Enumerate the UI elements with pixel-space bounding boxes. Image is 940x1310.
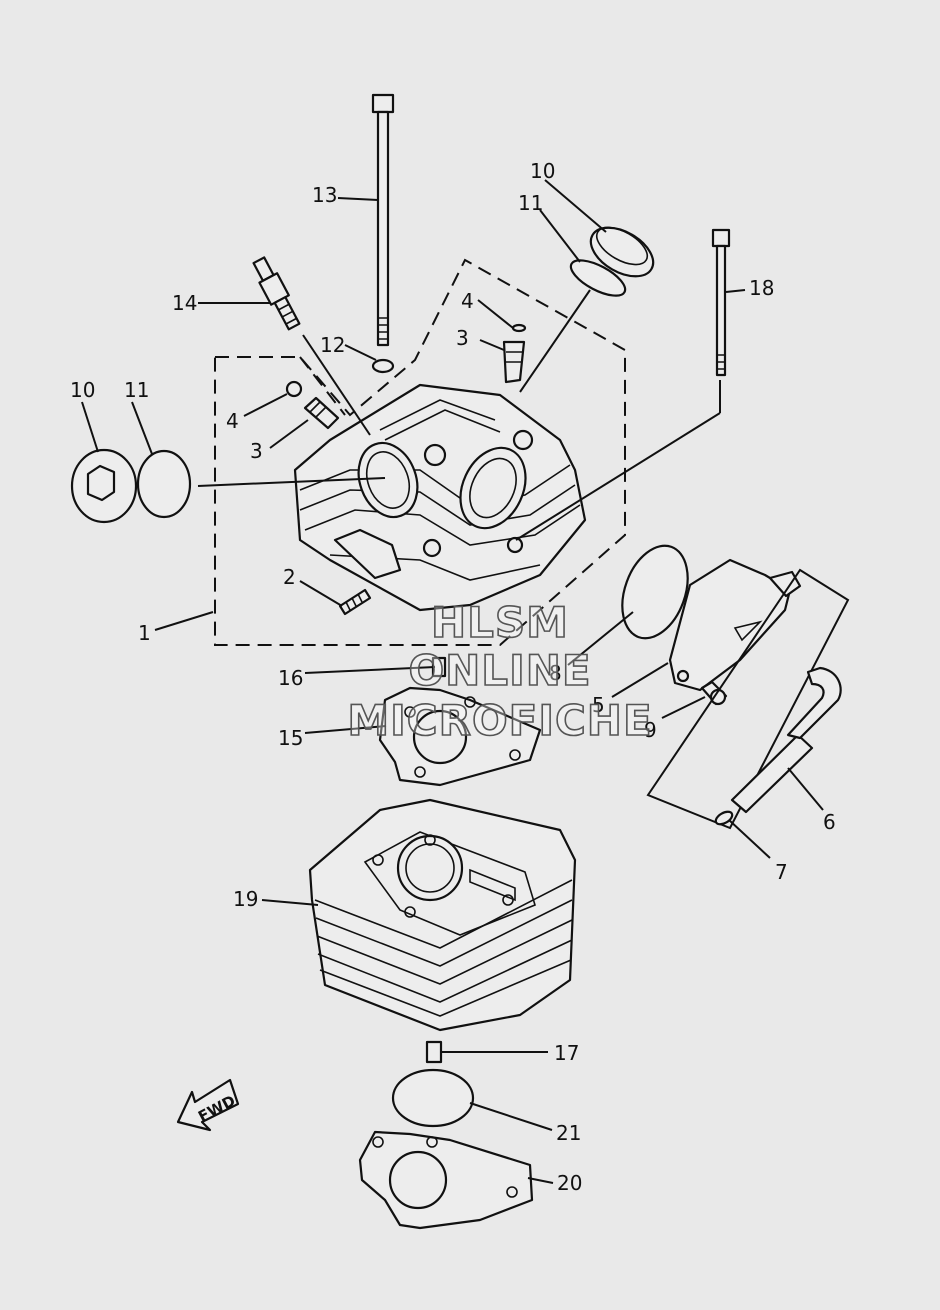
breather-hose [730,666,842,814]
valve-group-bracket [299,356,346,416]
long-head-bolt [371,93,395,347]
callout-11-left: 11 [124,378,149,402]
forward-direction-arrow: FWD [176,1078,240,1132]
tappet-cover-right [589,226,655,278]
watermark-line-1: HLSM [430,598,569,647]
callout-19: 19 [233,887,258,911]
breather-gasket [621,544,689,640]
callout-9: 9 [644,718,657,742]
callout-8: 8 [549,661,562,685]
callout-21: 21 [556,1121,581,1145]
o-ring-left [136,449,192,519]
callout-17: 17 [554,1041,579,1065]
callout-4-right: 4 [461,289,474,313]
callout-15: 15 [278,726,303,750]
callout-13: 13 [312,183,337,207]
dowel-pin-upper [431,656,447,678]
callout-3-left: 3 [250,439,263,463]
cylinder-o-ring [391,1068,475,1128]
callout-1: 1 [138,621,151,645]
valve-stem-seal-right [502,340,526,384]
cylinder-block [308,798,577,1032]
spark-plug [252,256,301,331]
callout-20: 20 [557,1171,582,1195]
cylinder-head [293,383,587,612]
callout-labels: 1 2 3 3 4 4 5 6 7 8 9 10 10 11 11 12 13 … [70,159,836,1195]
leader-lines [81,179,824,1184]
callout-3-right: 3 [456,326,469,350]
stud-bolt [338,588,372,616]
cylinder-head-gasket [378,686,542,787]
cover-bolt [700,680,728,706]
clip-right [511,323,527,333]
washer [371,358,395,374]
o-ring-right [569,259,627,297]
clip-left [285,380,303,398]
callout-6: 6 [823,810,836,834]
callout-4-left: 4 [226,409,239,433]
breather-hose-bracket [646,568,850,830]
tappet-cover-left [70,448,138,524]
callout-11-right: 11 [518,191,543,215]
cylinder-head-assembly-box [214,258,626,646]
side-bolt [711,228,731,377]
valve-stem-seal-left [303,396,340,430]
callout-16: 16 [278,666,303,690]
callout-12: 12 [320,333,345,357]
hose-clip [714,810,734,826]
callout-7: 7 [775,860,788,884]
callout-10-right: 10 [530,159,555,183]
cylinder-base-gasket [358,1130,534,1230]
callout-14: 14 [172,291,197,315]
watermark-line-2: ONLINE [408,646,592,695]
callout-18: 18 [749,276,774,300]
dowel-pin-lower [425,1040,443,1064]
callout-10-left: 10 [70,378,95,402]
watermark-line-3: MICROFICHE [347,696,653,745]
callout-5: 5 [592,693,605,717]
callout-2: 2 [283,565,296,589]
breather-cover [668,558,802,692]
